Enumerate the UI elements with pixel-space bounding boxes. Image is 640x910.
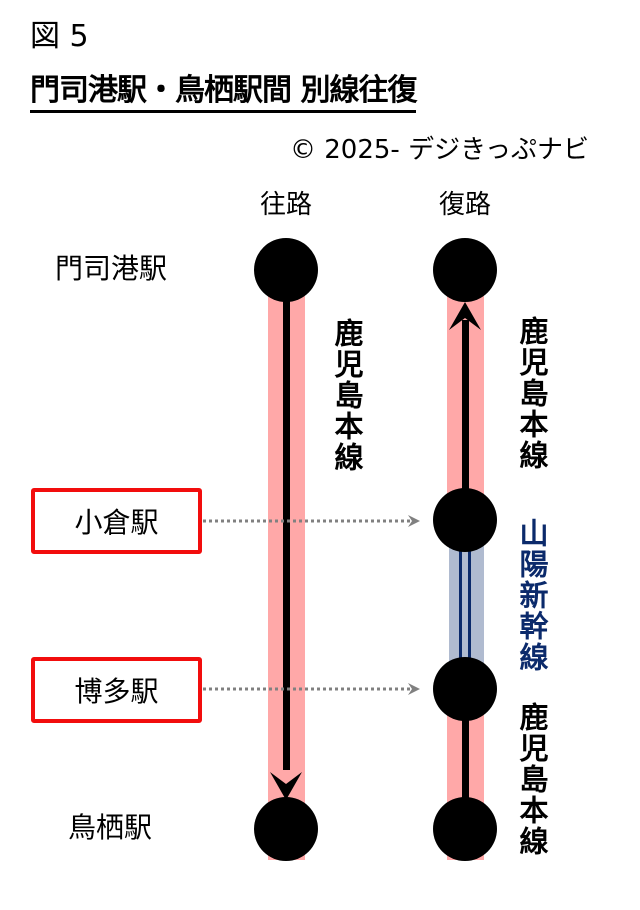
station-box-kokura: 小倉駅 xyxy=(31,488,202,554)
figure-number: 図 5 xyxy=(30,19,89,54)
station-dot-hakata-return xyxy=(433,657,497,721)
station-label-hakata: 博多駅 xyxy=(74,675,159,708)
station-label-mojiko: 門司港駅 xyxy=(55,252,168,285)
shinkansen-line-name: 山陽新幹線 xyxy=(515,518,549,673)
station-label-kokura: 小倉駅 xyxy=(74,506,159,539)
station-dot-tosu-outbound xyxy=(254,797,318,861)
station-dot-tosu-return xyxy=(433,797,497,861)
station-dot-kokura-return xyxy=(433,488,497,552)
figure-title: 門司港駅・鳥栖駅間 別線往復 xyxy=(30,72,417,113)
copyright-notice: © 2025- デジきっぷナビ xyxy=(290,135,590,165)
outbound-line-name: 鹿児島本線 xyxy=(330,318,364,473)
return-lower-line-name: 鹿児島本線 xyxy=(515,702,549,857)
return-column-header: 復路 xyxy=(438,190,491,220)
outbound-line-stroke xyxy=(283,270,290,770)
return-upper-stroke xyxy=(462,320,469,520)
shinkansen-rail-right xyxy=(468,520,471,689)
return-upper-line-name: 鹿児島本線 xyxy=(515,316,549,471)
station-box-hakata: 博多駅 xyxy=(31,657,202,723)
arrow-up-icon xyxy=(449,302,481,330)
station-dot-mojiko-return xyxy=(433,238,497,302)
station-dot-mojiko-outbound xyxy=(254,238,318,302)
shinkansen-rail-left xyxy=(459,520,462,689)
return-lower-stroke xyxy=(462,689,469,829)
station-label-tosu: 鳥栖駅 xyxy=(68,811,153,844)
arrow-down-icon xyxy=(270,772,302,800)
outbound-column-header: 往路 xyxy=(259,190,312,220)
